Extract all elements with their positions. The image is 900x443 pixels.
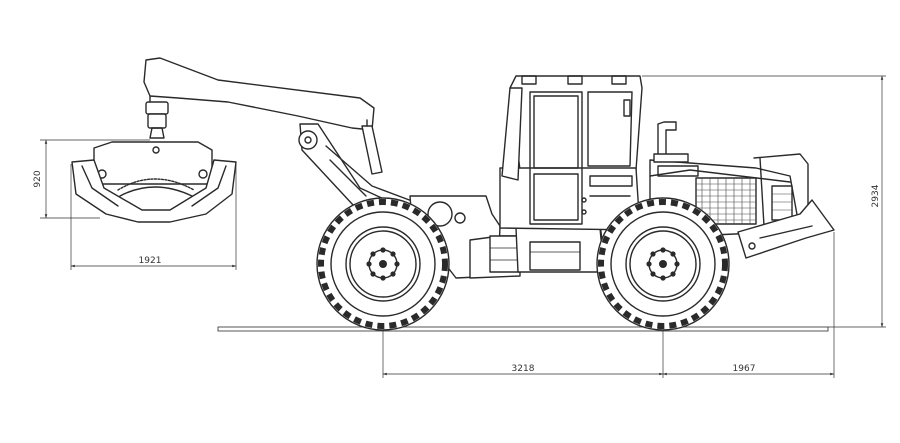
dimension-wheelbase: 3218	[382, 232, 835, 378]
dimension-label-920: 920	[33, 170, 43, 187]
grapple	[71, 101, 237, 223]
dimension-label-1921: 1921	[139, 256, 162, 266]
rear-wheel	[316, 197, 450, 331]
dimension-label-3218: 3218	[512, 364, 535, 374]
front-wheel	[596, 197, 730, 331]
dimension-label-2934: 2934	[871, 184, 881, 207]
dimension-label-1967: 1967	[733, 364, 756, 374]
ground-line	[217, 326, 829, 332]
dimension-grapple-height: 920	[33, 139, 150, 219]
dimension-overall-height: 2934	[642, 75, 886, 328]
cab	[499, 75, 643, 231]
radiator-grill	[695, 177, 793, 225]
dimension-grapple-width: 1921	[70, 164, 237, 270]
dimension-front-overhang: 1967	[662, 364, 835, 376]
dozer-blade	[737, 199, 835, 259]
